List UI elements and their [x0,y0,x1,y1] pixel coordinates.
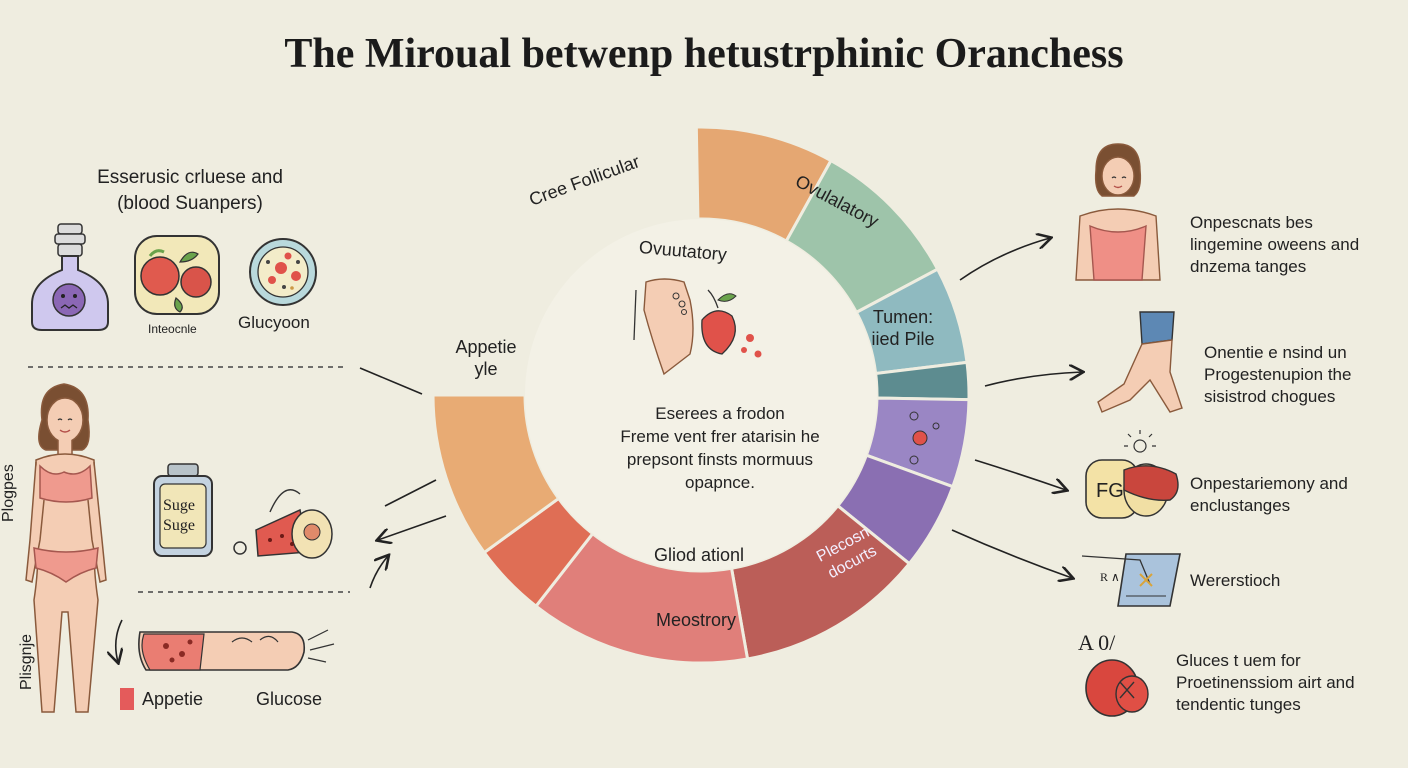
glucose-label: Glucyoon [238,313,310,332]
organ-fg-icon [1085,430,1179,519]
right-item-line: lingemine oweens and [1190,235,1360,254]
meal-icon [233,489,333,559]
intestine-label: Inteocnle [148,322,197,336]
segment-label-appetite: Appetie yle [455,337,517,379]
woman-portrait-icon [1075,143,1161,281]
woman-figure-left [25,383,107,713]
segment-label-tumen: Tumen: iied Pile [871,307,935,349]
right-item-line: dnzema tanges [1190,257,1307,276]
right-item-3: Onpestariemony and enclustanges [1190,473,1348,517]
left-header-line: (blood Suanpers) [117,193,263,214]
center-line: Freme vent frer atarisin he [620,427,820,446]
center-line: Eserees a frodon [655,404,785,423]
legend-appetite-label: Appetie [142,689,204,709]
right-item-line: Onentie e nsind un [1204,343,1347,362]
side-label-top: Plogpes [0,464,17,522]
arrow-right-4 [951,529,1072,578]
side-label-bottom: Plisgnje [18,633,35,690]
glucose-dish-icon [249,238,317,306]
tomato-icon [1085,659,1149,717]
right-item-line: Onpestariemony and [1190,474,1348,493]
arrow-right-1 [959,238,1050,281]
legend-swatch-appetite [120,688,134,710]
right-item-5: Gluces t uem for Proetinenssiom airt and… [1176,650,1355,716]
intestine-icon [134,235,220,315]
connector-line [384,479,437,507]
center-description: Eserees a frodon Freme vent frer atarisi… [570,402,870,494]
jar-label-line: Suge [163,497,195,514]
right-item-1: Onpescnats bes lingemine oweens and dnze… [1190,212,1359,278]
sugar-jar-icon [153,463,213,557]
organ-badge: FG [1096,480,1124,502]
legend-glucose-label: Glucose [256,689,323,709]
tomato-badge: A 0/ [1078,630,1116,655]
arm-icon [138,629,335,671]
page-title: The Miroual betwenp hetustrphinic Oranch… [284,31,1124,77]
leg-icon [1097,311,1183,413]
chart-paper-icon [1081,553,1181,607]
right-item-line: Wererstioch [1190,571,1281,590]
center-line: prepsont finsts mormuus [626,450,814,469]
segment-doodle [909,411,940,465]
left-header-line: Esserusic crluese and [97,167,283,188]
right-item-2: Onentie e nsind un Progestenupion the si… [1204,342,1351,408]
right-item-line: Progestenupion the [1204,365,1352,384]
right-item-4: Wererstioch [1190,570,1280,592]
cycle-wheel [431,125,971,665]
sugar-jar-label: Suge Suge [163,496,195,536]
center-line: opapnce. [685,473,755,492]
arrow-up [369,556,388,589]
right-item-line: Onpescnats bes [1190,213,1313,232]
arrow-down [116,619,122,662]
jar-label-line: Suge [163,517,195,534]
arrow-left [378,515,447,540]
inner-label-bottom: Gliod ationl [654,545,745,565]
bottle-icon [31,223,109,331]
right-item-line: Gluces t uem for [1176,651,1301,670]
arrow-right-2 [984,372,1082,387]
left-header: Esserusic crluese and (blood Suanpers) [60,165,320,217]
segment-label-menstrual: Meostrory [656,610,737,630]
arrow-right-3 [974,459,1066,490]
right-item-line: tendentic tunges [1176,695,1301,714]
right-item-line: Proetinenssiom airt and [1176,673,1355,692]
connector-line [359,367,423,395]
chart-badge: R ∧ [1100,570,1120,584]
right-item-line: sisistrod chogues [1204,387,1336,406]
right-item-line: enclustanges [1190,496,1291,515]
wheel-center [525,219,877,571]
center-illustration [633,278,762,376]
